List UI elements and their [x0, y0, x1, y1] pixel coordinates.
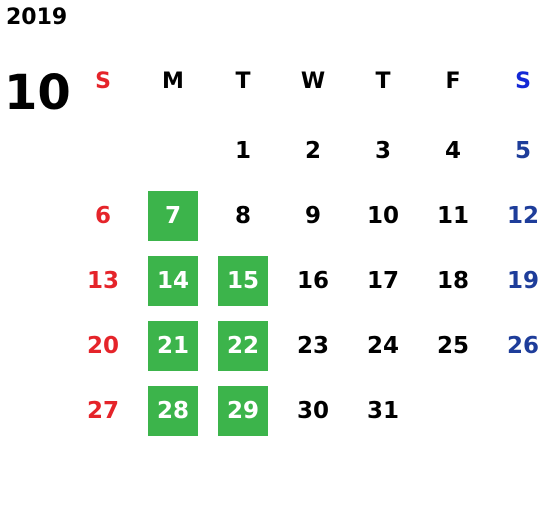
day-cell-saturday[interactable]: 5: [514, 138, 531, 164]
day-cell-sunday[interactable]: 13: [86, 268, 119, 294]
weekday-header-saturday: S: [515, 68, 531, 94]
day-cell[interactable]: 10: [366, 203, 399, 229]
day-cell-sunday[interactable]: 20: [86, 333, 119, 359]
day-cell[interactable]: 18: [436, 268, 469, 294]
day-cell[interactable]: 4: [444, 138, 461, 164]
day-cell-highlighted[interactable]: 15: [218, 256, 268, 306]
day-cell-sunday[interactable]: 6: [94, 203, 111, 229]
day-cell[interactable]: 9: [304, 203, 321, 229]
weekday-header-sunday: S: [95, 68, 111, 94]
day-cell[interactable]: 11: [436, 203, 469, 229]
day-cell-highlighted[interactable]: 22: [218, 321, 268, 371]
weekday-header-thursday: T: [375, 68, 391, 94]
calendar-year: 2019: [6, 5, 68, 30]
day-cell-highlighted[interactable]: 28: [148, 386, 198, 436]
day-cell-saturday[interactable]: 26: [506, 333, 539, 359]
day-cell[interactable]: 2: [304, 138, 321, 164]
weekday-header-friday: F: [445, 68, 461, 94]
day-cell-saturday[interactable]: 19: [506, 268, 539, 294]
day-cell-highlighted[interactable]: 14: [148, 256, 198, 306]
weekday-header-wednesday: W: [300, 68, 326, 94]
day-cell-highlighted[interactable]: 7: [148, 191, 198, 241]
calendar-month: 10: [4, 65, 71, 121]
day-cell[interactable]: 30: [296, 398, 329, 424]
day-cell-highlighted[interactable]: 29: [218, 386, 268, 436]
day-cell[interactable]: 17: [366, 268, 399, 294]
day-cell[interactable]: 1: [234, 138, 251, 164]
day-cell-sunday[interactable]: 27: [86, 398, 119, 424]
day-cell[interactable]: 16: [296, 268, 329, 294]
day-cell[interactable]: 24: [366, 333, 399, 359]
calendar-grid: S M T W T F S 1 2 3 4 5 6 7 8 9 10 11 12…: [68, 56, 548, 506]
day-cell[interactable]: 23: [296, 333, 329, 359]
day-cell[interactable]: 3: [374, 138, 391, 164]
weekday-header-monday: M: [162, 68, 184, 94]
weekday-header-tuesday: T: [235, 68, 251, 94]
day-cell-saturday[interactable]: 12: [506, 203, 539, 229]
day-cell[interactable]: 8: [234, 203, 251, 229]
day-cell[interactable]: 25: [436, 333, 469, 359]
day-cell-highlighted[interactable]: 21: [148, 321, 198, 371]
day-cell[interactable]: 31: [366, 398, 399, 424]
